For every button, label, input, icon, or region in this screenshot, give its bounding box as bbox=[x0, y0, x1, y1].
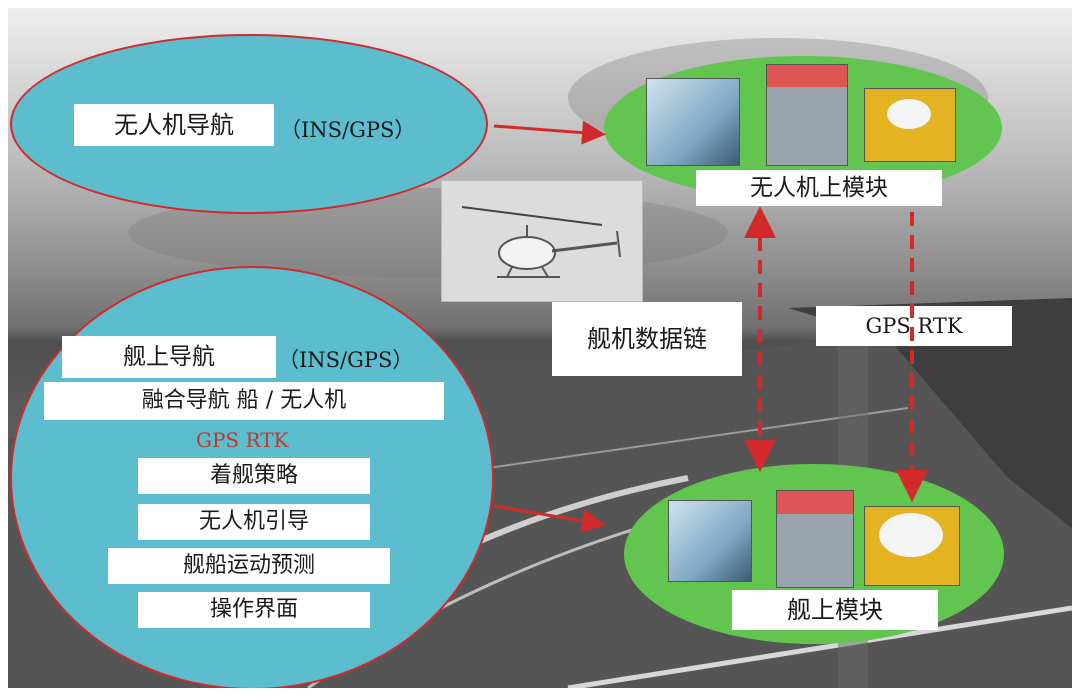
ship-navigation-label: 舰上导航 bbox=[62, 336, 276, 378]
ship-module-label: 舰上模块 bbox=[732, 590, 938, 630]
diagram-canvas: 无人机导航 （INS/GPS） 舰上导航 （INS/GPS） 融合导航 船 / … bbox=[8, 8, 1072, 688]
ship-navigation-suffix: （INS/GPS） bbox=[278, 348, 414, 372]
circuit-board-device-icon bbox=[668, 500, 752, 582]
uav-nav-to-module-arrow bbox=[493, 120, 606, 145]
gps-antenna-device-icon bbox=[864, 88, 956, 162]
uav-navigation-suffix: （INS/GPS） bbox=[280, 118, 416, 142]
uav-module-label: 无人机上模块 bbox=[696, 170, 942, 206]
ins-unit-device-icon bbox=[776, 490, 854, 588]
ship-motion-prediction-label: 舰船运动预测 bbox=[108, 548, 390, 584]
gps-rtk-label: GPS RTK bbox=[196, 428, 289, 452]
ship-panel-to-module-arrow bbox=[493, 504, 606, 533]
landing-strategy-label: 着舰策略 bbox=[138, 458, 370, 494]
uav-guidance-label: 无人机引导 bbox=[138, 504, 370, 540]
uav-helicopter-photo bbox=[441, 180, 643, 302]
operation-interface-label: 操作界面 bbox=[138, 592, 370, 628]
connection-arrows bbox=[493, 120, 928, 533]
uav-navigation-label: 无人机导航 bbox=[74, 104, 274, 146]
gps-antenna-device-icon bbox=[864, 506, 960, 586]
ins-unit-device-icon bbox=[766, 64, 848, 166]
data-link-label: 舰机数据链 bbox=[552, 302, 742, 376]
circuit-board-device-icon bbox=[646, 78, 740, 166]
fusion-navigation-label: 融合导航 船 / 无人机 bbox=[44, 382, 444, 420]
